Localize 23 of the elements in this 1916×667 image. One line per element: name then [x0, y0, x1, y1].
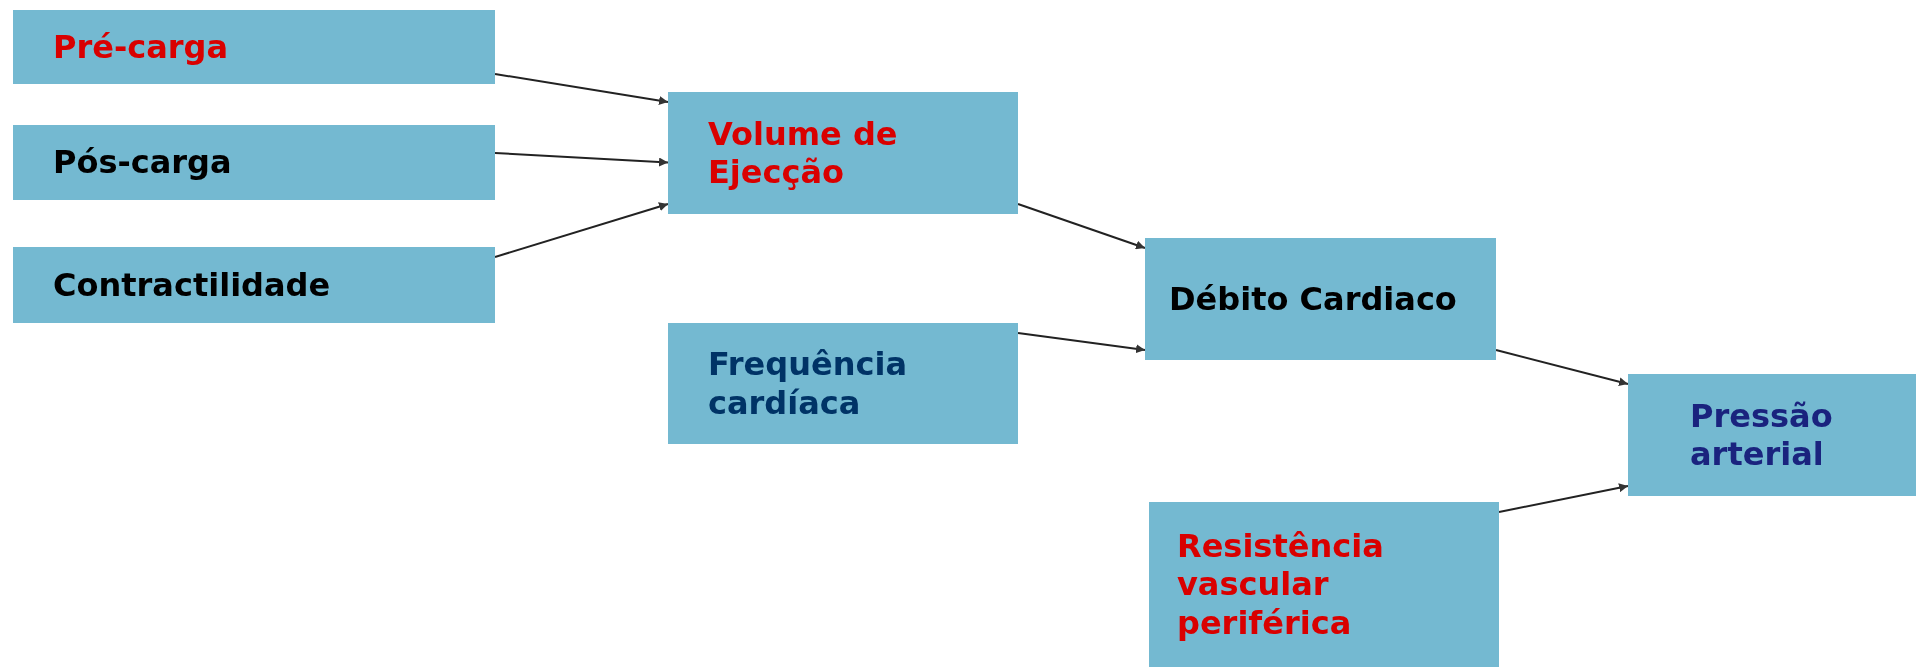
- box-label: Frequência cardíaca: [708, 345, 908, 422]
- box-label: Contractilidade: [53, 265, 331, 305]
- process-box: [1628, 374, 1916, 496]
- arrow: [1017, 203, 1146, 250]
- box-label: Resistência vascular periférica: [1177, 526, 1385, 643]
- process-box: [668, 92, 1018, 214]
- arrow: [1495, 349, 1629, 387]
- arrow: [1498, 483, 1629, 513]
- process-box: [1145, 238, 1496, 360]
- process-box: [13, 10, 495, 84]
- box-label: Pós-carga: [53, 143, 232, 182]
- box-label: Volume de Ejecção: [708, 114, 899, 192]
- process-box: [13, 125, 495, 200]
- arrow: [494, 73, 669, 105]
- arrow: [1017, 332, 1146, 354]
- process-box: [1149, 502, 1499, 667]
- arrow: [494, 202, 669, 258]
- process-box: [668, 323, 1018, 444]
- box-label: Débito Cardiaco: [1169, 279, 1457, 319]
- box-label: Pré-carga: [53, 27, 229, 67]
- box-label: Pressão arterial: [1690, 396, 1834, 474]
- process-box: [13, 247, 495, 323]
- arrow: [494, 152, 669, 167]
